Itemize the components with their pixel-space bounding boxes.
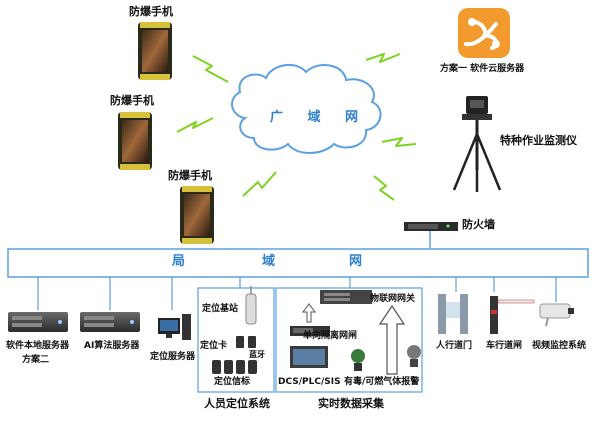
lightning-icon <box>176 117 214 133</box>
dcs-device <box>290 346 328 368</box>
lan-bar <box>7 248 589 278</box>
cloud-server-label: 方案一 软件云服务器 <box>440 64 525 74</box>
card-label: 定位卡 <box>200 341 228 351</box>
wan-cloud <box>231 63 382 154</box>
iot-gateway-device <box>320 290 372 304</box>
firewall-label: 防火墙 <box>462 218 495 231</box>
lightning-icon <box>381 137 417 147</box>
vehicle-gate-label: 车行道闸 <box>486 341 523 351</box>
lan-char-2: 域 <box>262 254 276 269</box>
ai-server-label: AI算法服务器 <box>84 341 140 351</box>
up-arrow-icon <box>302 303 316 323</box>
realtime-data-box <box>275 287 423 393</box>
up-arrow-icon <box>378 304 406 375</box>
vehicle-barrier-device <box>490 296 535 334</box>
beacon-icon <box>212 360 257 374</box>
explosion-proof-phone-1 <box>138 22 172 80</box>
base-station-label: 定位基站 <box>202 304 239 314</box>
one-way-isolation-gateway <box>290 326 330 336</box>
realtime-title: 实时数据采集 <box>318 397 384 410</box>
personnel-positioning-box <box>197 287 275 393</box>
phone-label-2: 防爆手机 <box>110 94 154 107</box>
lightning-icon <box>242 171 277 197</box>
local-server-label: 软件本地服务器 <box>6 341 70 351</box>
isolation-label: 单向隔离网闸 <box>303 331 358 341</box>
special-operation-monitor <box>452 96 502 192</box>
wireless-signals <box>176 53 417 201</box>
gas-label: 有毒/可燃气体报警 <box>344 377 420 387</box>
pedestrian-gate-device <box>438 294 468 334</box>
cloud-server-logo <box>458 8 510 58</box>
positioning-server-device <box>158 314 191 340</box>
monitor-label: 特种作业监测仪 <box>500 134 577 147</box>
beacon-label: 定位信标 <box>214 377 251 387</box>
dcs-label: DCS/PLC/SIS <box>278 377 341 387</box>
lan-char-1: 局 <box>172 254 186 269</box>
plan-two-label: 方案二 <box>22 355 50 365</box>
bluetooth-label: 蓝牙 <box>249 350 265 359</box>
phone-label-1: 防爆手机 <box>129 5 173 18</box>
positioning-server-label: 定位服务器 <box>150 352 196 362</box>
pedestrian-gate-label: 人行道门 <box>436 341 473 351</box>
explosion-proof-phone-2 <box>118 112 152 170</box>
positioning-card-icon <box>236 336 256 348</box>
personnel-title: 人员定位系统 <box>204 397 270 410</box>
video-camera-icon <box>539 303 574 327</box>
phone-label-3: 防爆手机 <box>168 169 212 182</box>
base-station-icon <box>245 286 257 325</box>
ai-server-device <box>80 312 140 332</box>
gas-detector-device <box>351 345 421 371</box>
iot-gateway-label: 物联网网关 <box>370 294 416 304</box>
wan-label: 广 域 网 <box>270 110 369 125</box>
lightning-icon <box>365 53 401 63</box>
firewall-device <box>404 222 458 231</box>
lightning-icon <box>373 175 395 201</box>
lightning-icon <box>192 55 229 83</box>
lan-char-3: 网 <box>349 254 363 269</box>
video-system-label: 视频监控系统 <box>532 341 587 351</box>
explosion-proof-phone-3 <box>180 186 214 244</box>
local-server-device <box>8 312 68 332</box>
